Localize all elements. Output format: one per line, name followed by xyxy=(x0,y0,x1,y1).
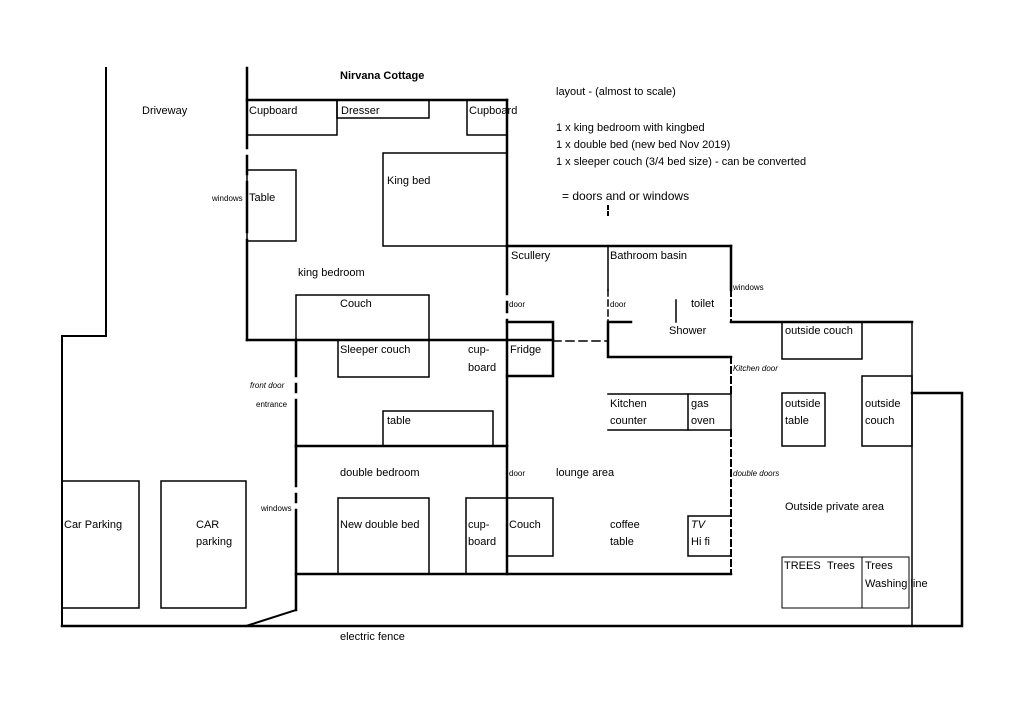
fridge-label: Fridge xyxy=(510,344,541,356)
table-box xyxy=(246,169,297,242)
legend-line-3: 1 x sleeper couch (3/4 bed size) - can b… xyxy=(556,156,806,168)
outside-table-label-1: outside xyxy=(785,398,820,410)
king-bedroom-label: king bedroom xyxy=(298,267,365,279)
cupboard-right-label: Cupboard xyxy=(469,105,517,117)
car-parking-label: Car Parking xyxy=(64,519,122,531)
trees-box xyxy=(781,556,910,609)
toilet-label: toilet xyxy=(691,298,714,310)
text-labels: Nirvana Cottage layout - (almost to scal… xyxy=(64,70,928,643)
cupboard-low-label-1: cup- xyxy=(468,519,490,531)
trees-label-1: TREES xyxy=(784,560,821,572)
fridge-box xyxy=(505,320,555,378)
hifi-label: Hi fi xyxy=(691,536,710,548)
outside-couch-right-label-1: outside xyxy=(865,398,900,410)
legend-heading: layout - (almost to scale) xyxy=(556,86,676,98)
table-label: Table xyxy=(249,192,275,204)
kitchen-door-label: Kitchen door xyxy=(733,364,778,373)
legend-line-1: 1 x king bedroom with kingbed xyxy=(556,122,705,134)
door-scullery-label: door xyxy=(509,300,525,309)
entrance-slant xyxy=(244,608,298,628)
cupboard-right-box xyxy=(466,99,508,136)
outside-couch-top-box xyxy=(781,321,863,360)
driveway-edge xyxy=(61,67,107,627)
kitchen-counter-box xyxy=(607,393,732,431)
outside-couch-right-label-2: couch xyxy=(865,415,894,427)
windows-left-bottom-label: windows xyxy=(260,504,292,513)
door-lounge-label: door xyxy=(509,469,525,478)
car-parking-box-1 xyxy=(61,480,140,609)
dresser-label: Dresser xyxy=(341,105,380,117)
cupboard-left-label: Cupboard xyxy=(249,105,297,117)
electric-fence-label: electric fence xyxy=(340,631,405,643)
king-bed-box xyxy=(382,152,508,247)
shower-label: Shower xyxy=(669,325,707,337)
gas-oven-label-1: gas xyxy=(691,398,709,410)
electric-fence-line xyxy=(60,391,964,628)
plan-title: Nirvana Cottage xyxy=(340,70,424,82)
shower-box xyxy=(606,320,733,359)
outside-table-box xyxy=(781,392,826,447)
windows-right-label: windows xyxy=(732,283,764,292)
outside-private-area-label: Outside private area xyxy=(785,501,885,513)
outside-couch-right-box xyxy=(861,375,913,447)
couch-lounge-box xyxy=(506,497,554,557)
new-double-bed-box xyxy=(337,497,430,575)
coffee-table-label-1: coffee xyxy=(610,519,640,531)
new-double-bed-label: New double bed xyxy=(340,519,420,531)
bathroom-basin-label: Bathroom basin xyxy=(610,250,687,262)
scullery-label: Scullery xyxy=(511,250,551,262)
door-bathroom-label: door xyxy=(610,300,626,309)
front-door-label: front door xyxy=(250,381,285,390)
legend-line-2: 1 x double bed (new bed Nov 2019) xyxy=(556,139,730,151)
windows-left-top-label: windows xyxy=(211,194,243,203)
cupboard-mid-label-1: cup- xyxy=(468,344,490,356)
lounge-area-label: lounge area xyxy=(556,467,615,479)
walls xyxy=(60,66,964,628)
double-doors-label: double doors xyxy=(733,469,779,478)
sleeper-couch-label: Sleeper couch xyxy=(340,344,410,356)
legend-doors-note: = doors and or windows xyxy=(562,189,689,203)
car-parking-box-2 xyxy=(160,480,247,609)
cupboard-mid-label-2: board xyxy=(468,362,496,374)
car-parking-2-label-2: parking xyxy=(196,536,232,548)
double-bedroom-label: double bedroom xyxy=(340,467,420,479)
tv-hifi-box xyxy=(687,515,732,557)
entrance-label: entrance xyxy=(256,400,288,409)
driveway-label: Driveway xyxy=(142,105,188,117)
trees-label-2: Trees xyxy=(827,560,855,572)
couch-lounge-label: Couch xyxy=(509,519,541,531)
table-mid-label: table xyxy=(387,415,411,427)
kitchen-counter-label-2: counter xyxy=(610,415,647,427)
kitchen-counter-label-1: Kitchen xyxy=(610,398,647,410)
outside-couch-top-label: outside couch xyxy=(785,325,853,337)
cupboard-low-label-2: board xyxy=(468,536,496,548)
washing-line-label: Washing line xyxy=(865,578,928,590)
car-parking-2-label-1: CAR xyxy=(196,519,219,531)
trees-label-3: Trees xyxy=(865,560,893,572)
gas-oven-label-2: oven xyxy=(691,415,715,427)
king-bed-label: King bed xyxy=(387,175,430,187)
tv-label: TV xyxy=(691,519,707,531)
couch-king-label: Couch xyxy=(340,298,372,310)
outside-table-label-2: table xyxy=(785,415,809,427)
dresser-box xyxy=(336,99,430,119)
sleeper-couch-box xyxy=(337,339,430,378)
coffee-table-label-2: table xyxy=(610,536,634,548)
